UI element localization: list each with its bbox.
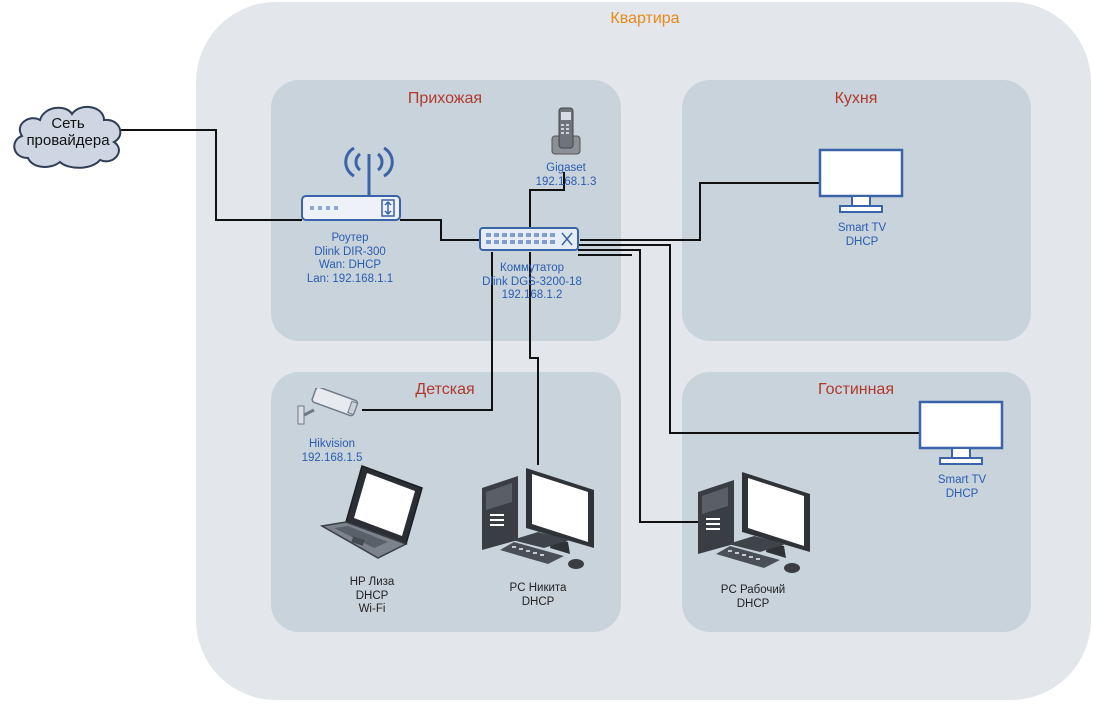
pc-icon-work [698, 472, 810, 573]
laptop-label-line-3: Wi-Fi [358, 603, 386, 615]
tv-kitchen-line-2: DHCP [845, 235, 879, 248]
laptop-icon [319, 465, 423, 559]
room-hallway-title: Прихожая [407, 90, 483, 107]
tv-living-line-2: DHCP [945, 487, 979, 500]
phone-label-line-1: Gigaset [546, 162, 586, 174]
wire-switch-phone [529, 172, 565, 227]
provider-line-2: провайдера [26, 132, 110, 149]
room-kitchen-title: Кухня [834, 90, 878, 107]
switch-label-line-2: Dlink DGS-3200-18 [482, 275, 582, 288]
pc-icon-nikita [482, 468, 594, 569]
wire-switch-pc-work [578, 249, 705, 523]
wire-switch-camera [362, 252, 493, 411]
phone-icon [551, 107, 581, 155]
wire-switch-tv-kitchen [580, 182, 822, 241]
pc-work-label: PC Рабочий DHCP [698, 584, 808, 611]
switch-icon [479, 227, 579, 251]
laptop-label: HP Лиза DHCP Wi-Fi [322, 576, 422, 617]
provider-line-1: Сеть [51, 115, 85, 132]
pc-nikita-line-2: DHCP [521, 595, 555, 608]
laptop-label-line-1: HP Лиза [349, 576, 395, 588]
tv-icon-living [918, 400, 1004, 465]
router-label-line-2: Dlink DIR-300 [314, 245, 386, 258]
switch-label-line-1: Коммутатор [500, 262, 564, 274]
router-label: Роутер Dlink DIR-300 Wan: DHCP Lan: 192.… [290, 232, 410, 286]
laptop-label-line-2: DHCP [355, 589, 389, 602]
switch-label: Коммутатор Dlink DGS-3200-18 192.168.1.2 [467, 262, 597, 303]
tv-kitchen-label: Smart TV DHCP [812, 222, 912, 249]
room-kids-title: Детская [415, 381, 475, 398]
router-icon [301, 146, 401, 221]
switch-label-line-3: 192.168.1.2 [501, 289, 563, 301]
pc-work-line-2: DHCP [736, 597, 770, 610]
wire-switch-tv-living [578, 244, 922, 434]
wire-switch-pc-nikita [529, 252, 539, 465]
camera-label-line-1: Hikvision [308, 438, 355, 450]
router-label-line-1: Роутер [331, 232, 369, 244]
pc-nikita-line-1: PC Никита [509, 582, 567, 594]
router-label-line-4: Lan: 192.168.1.1 [306, 272, 394, 285]
router-label-line-3: Wan: DHCP [318, 259, 382, 271]
camera-label-line-2: 192.168.1.5 [301, 451, 363, 464]
room-living-title: Гостинная [818, 381, 894, 398]
provider-label: Сеть провайдера [10, 115, 126, 149]
apartment-title: Квартира [610, 10, 680, 27]
pc-work-line-1: PC Рабочий [720, 584, 786, 596]
phone-label-line-2: 192.168.1.3 [535, 175, 597, 188]
phone-label: Gigaset 192.168.1.3 [516, 162, 616, 189]
tv-icon-kitchen [818, 148, 904, 213]
camera-icon [297, 388, 359, 425]
tv-living-label: Smart TV DHCP [912, 474, 1012, 501]
tv-living-line-1: Smart TV [937, 474, 987, 486]
wire-provider-router [120, 129, 302, 221]
wire-router-switch [400, 219, 481, 241]
tv-kitchen-line-1: Smart TV [837, 222, 887, 234]
camera-label: Hikvision 192.168.1.5 [282, 438, 382, 465]
cloud-icon [13, 105, 122, 169]
pc-nikita-label: PC Никита DHCP [488, 582, 588, 609]
